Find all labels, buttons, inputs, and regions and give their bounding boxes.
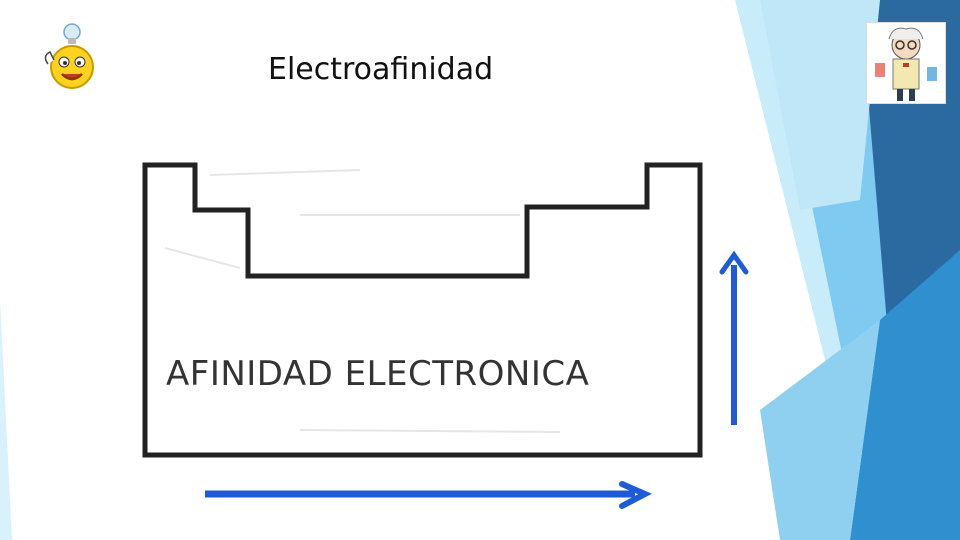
scientist-icon — [866, 22, 946, 104]
figure-label: AFINIDAD ELECTRONICA — [166, 354, 590, 394]
right-arrow — [205, 481, 652, 509]
slide-title: Electroafinidad — [268, 52, 494, 87]
up-arrow — [719, 250, 749, 425]
periodic-table-figure — [138, 150, 758, 528]
lightbulb-smiley-icon — [44, 23, 94, 89]
